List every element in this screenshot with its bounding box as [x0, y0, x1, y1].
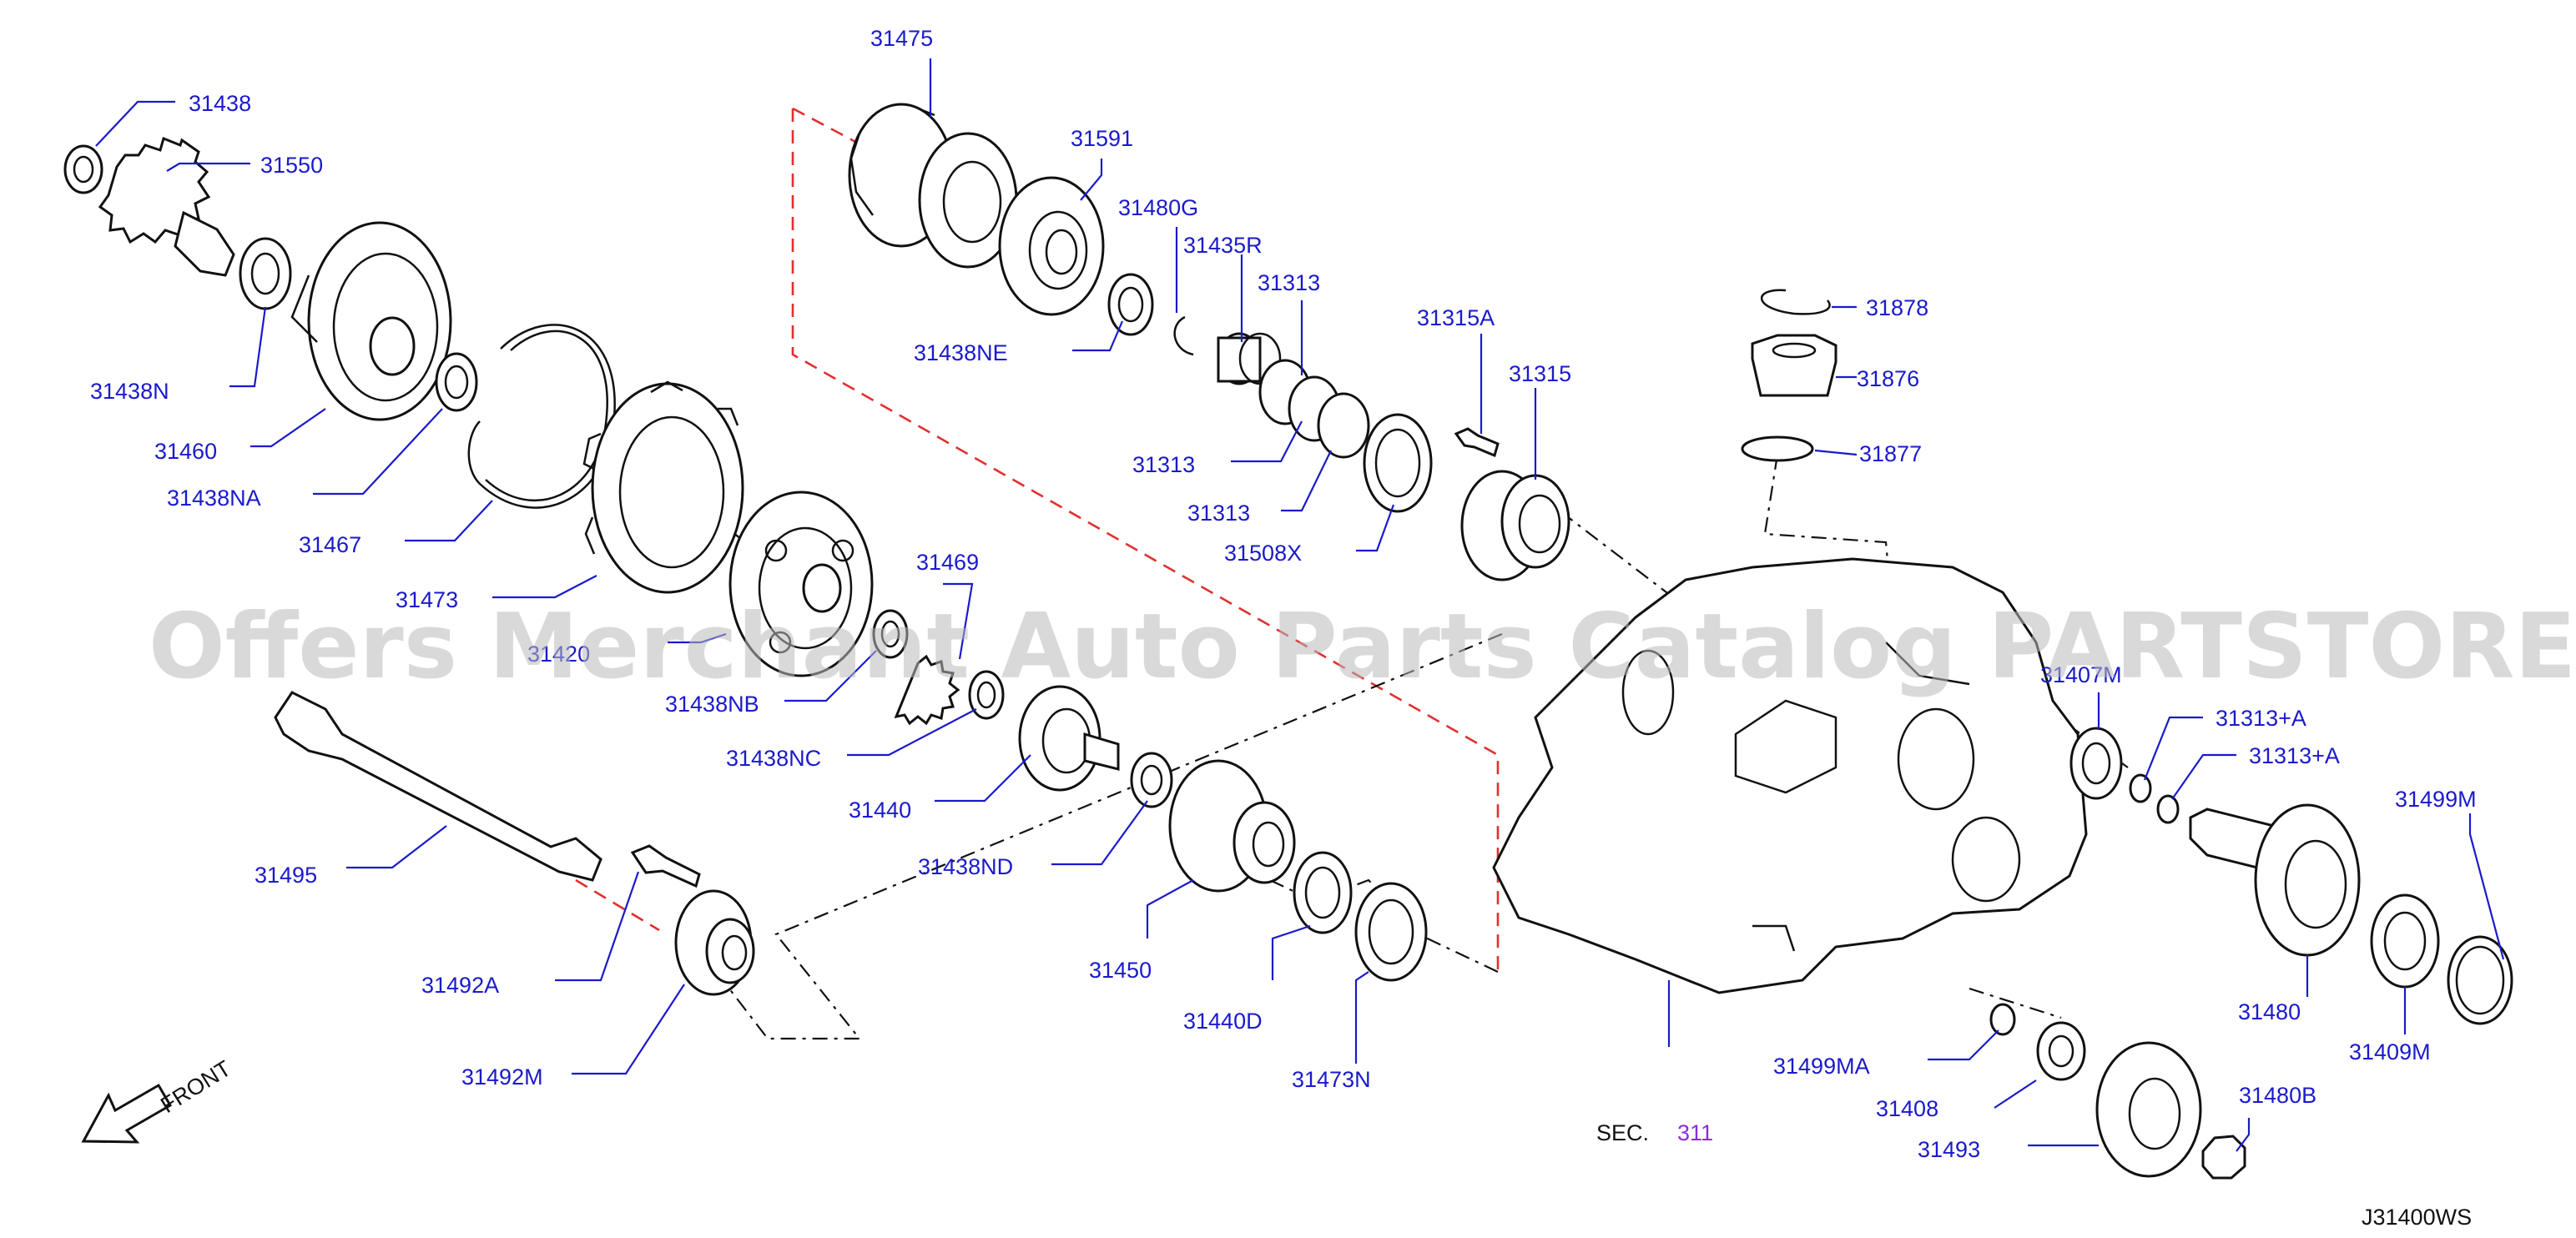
- part-31438N-bearing: [239, 237, 292, 310]
- part-31438NB-bearing: [872, 609, 909, 659]
- part-31440D-washer: [1293, 851, 1353, 934]
- label-31408: 31408: [1876, 1096, 1938, 1121]
- label-31492M: 31492M: [461, 1064, 543, 1090]
- watermark-text: Offers Merchant Auto Parts Catalog PARTS…: [149, 595, 2576, 699]
- label-31460: 31460: [154, 439, 217, 464]
- label-31508X: 31508X: [1224, 541, 1302, 566]
- front-label: FRONT: [156, 1055, 235, 1118]
- label-31435R: 31435R: [1183, 233, 1263, 258]
- part-31876-cap: [1751, 334, 1837, 397]
- part-labels: 31438 31550 31438N 31460 31438NA 31467 3…: [90, 26, 2477, 1162]
- label-31480: 31480: [2238, 999, 2301, 1024]
- part-31877-o-ring: [1741, 435, 1814, 462]
- label-31438NC: 31438NC: [726, 746, 821, 771]
- label-31591: 31591: [1071, 126, 1133, 151]
- part-31473-ring-gear: [582, 380, 748, 594]
- part-31499M-seal-ring: [2447, 935, 2513, 1025]
- label-31876: 31876: [1857, 366, 1919, 391]
- label-31467: 31467: [299, 532, 361, 557]
- part-31480B-nut: [2201, 1135, 2246, 1180]
- section-ref-number: 311: [1677, 1120, 1713, 1145]
- part-31469-pinion: [894, 654, 960, 726]
- part-31450-gear: [1168, 759, 1296, 893]
- label-31409M: 31409M: [2349, 1039, 2431, 1064]
- part-31475-gear: [848, 103, 1018, 269]
- label-31438NA: 31438NA: [167, 486, 261, 511]
- part-31438NE-bearing: [1107, 273, 1154, 336]
- part-31313A-shims: [2129, 773, 2180, 824]
- part-31460-clutch-hub: [290, 221, 452, 421]
- label-31407M: 31407M: [2040, 662, 2122, 687]
- part-31435R-needle-bearing: [1217, 332, 1282, 385]
- label-31315A: 31315A: [1417, 305, 1495, 330]
- label-31492A: 31492A: [421, 973, 499, 998]
- part-31313-shims: [1258, 359, 1370, 459]
- part-31440-gear: [1018, 685, 1120, 792]
- part-31438ND-bearing: [1130, 752, 1173, 808]
- label-31438N: 31438N: [90, 379, 169, 404]
- label-31499M: 31499M: [2395, 787, 2477, 812]
- part-31492M-flange: [674, 889, 755, 996]
- part-31550-gear: [98, 136, 235, 277]
- part-31407M-bearing: [2069, 727, 2123, 800]
- part-31315A-bolt: [1454, 427, 1500, 458]
- label-31878: 31878: [1866, 295, 1928, 320]
- part-31438NA-bearing: [435, 352, 478, 412]
- label-31450: 31450: [1089, 958, 1152, 983]
- part-31438NC-bearing: [968, 670, 1005, 720]
- label-31438ND: 31438ND: [918, 854, 1013, 879]
- part-31493-gear: [2095, 1041, 2202, 1178]
- label-31313A-bottom: 31313+A: [2249, 743, 2340, 768]
- label-31480G: 31480G: [1118, 195, 1198, 220]
- label-31420: 31420: [527, 642, 590, 667]
- part-31473N-bearing: [1354, 882, 1428, 982]
- diagram-code: J31400WS: [2362, 1205, 2472, 1230]
- part-31492A-bolt: [630, 844, 701, 888]
- label-31877: 31877: [1859, 441, 1922, 466]
- part-31480-output-gear: [2189, 803, 2361, 957]
- label-31438NE: 31438NE: [914, 340, 1008, 365]
- label-31440: 31440: [849, 798, 911, 823]
- label-31315: 31315: [1509, 361, 1571, 386]
- part-transfer-case: [1492, 557, 2088, 994]
- label-31313-top: 31313: [1258, 270, 1320, 295]
- label-31469: 31469: [916, 550, 979, 575]
- label-31550: 31550: [260, 153, 323, 178]
- label-31313-low: 31313: [1187, 501, 1250, 526]
- label-31480B: 31480B: [2239, 1083, 2316, 1108]
- label-31473: 31473: [396, 587, 458, 612]
- part-31420-planetary: [728, 491, 874, 677]
- front-arrow-icon: [81, 1083, 173, 1144]
- part-31315-housing: [1460, 470, 1570, 581]
- label-31440D: 31440D: [1183, 1009, 1263, 1034]
- label-31438NB: 31438NB: [665, 692, 759, 717]
- part-31409M-bearing: [2370, 893, 2440, 989]
- label-31495: 31495: [255, 863, 317, 888]
- label-31499MA: 31499MA: [1773, 1054, 1870, 1079]
- label-31438: 31438: [189, 91, 251, 116]
- section-ref-prefix: SEC.: [1596, 1120, 1649, 1145]
- label-31473N: 31473N: [1292, 1067, 1371, 1092]
- leader-lines: [95, 58, 2505, 1152]
- part-31438-bearing: [63, 144, 103, 194]
- label-31313A-top: 31313+A: [2216, 706, 2306, 731]
- part-31878-clip: [1760, 289, 1831, 315]
- label-31475: 31475: [870, 26, 933, 51]
- part-31495-shaft: [274, 691, 602, 882]
- part-31408-washer: [1989, 1003, 2016, 1036]
- part-31591-gear: [998, 176, 1105, 316]
- part-31508X-retainer: [1363, 413, 1433, 513]
- label-31493: 31493: [1918, 1137, 1980, 1162]
- part-31480G-snap-ring: [1173, 315, 1194, 356]
- label-31313-mid: 31313: [1132, 452, 1195, 477]
- part-31408-collar: [2036, 1021, 2086, 1081]
